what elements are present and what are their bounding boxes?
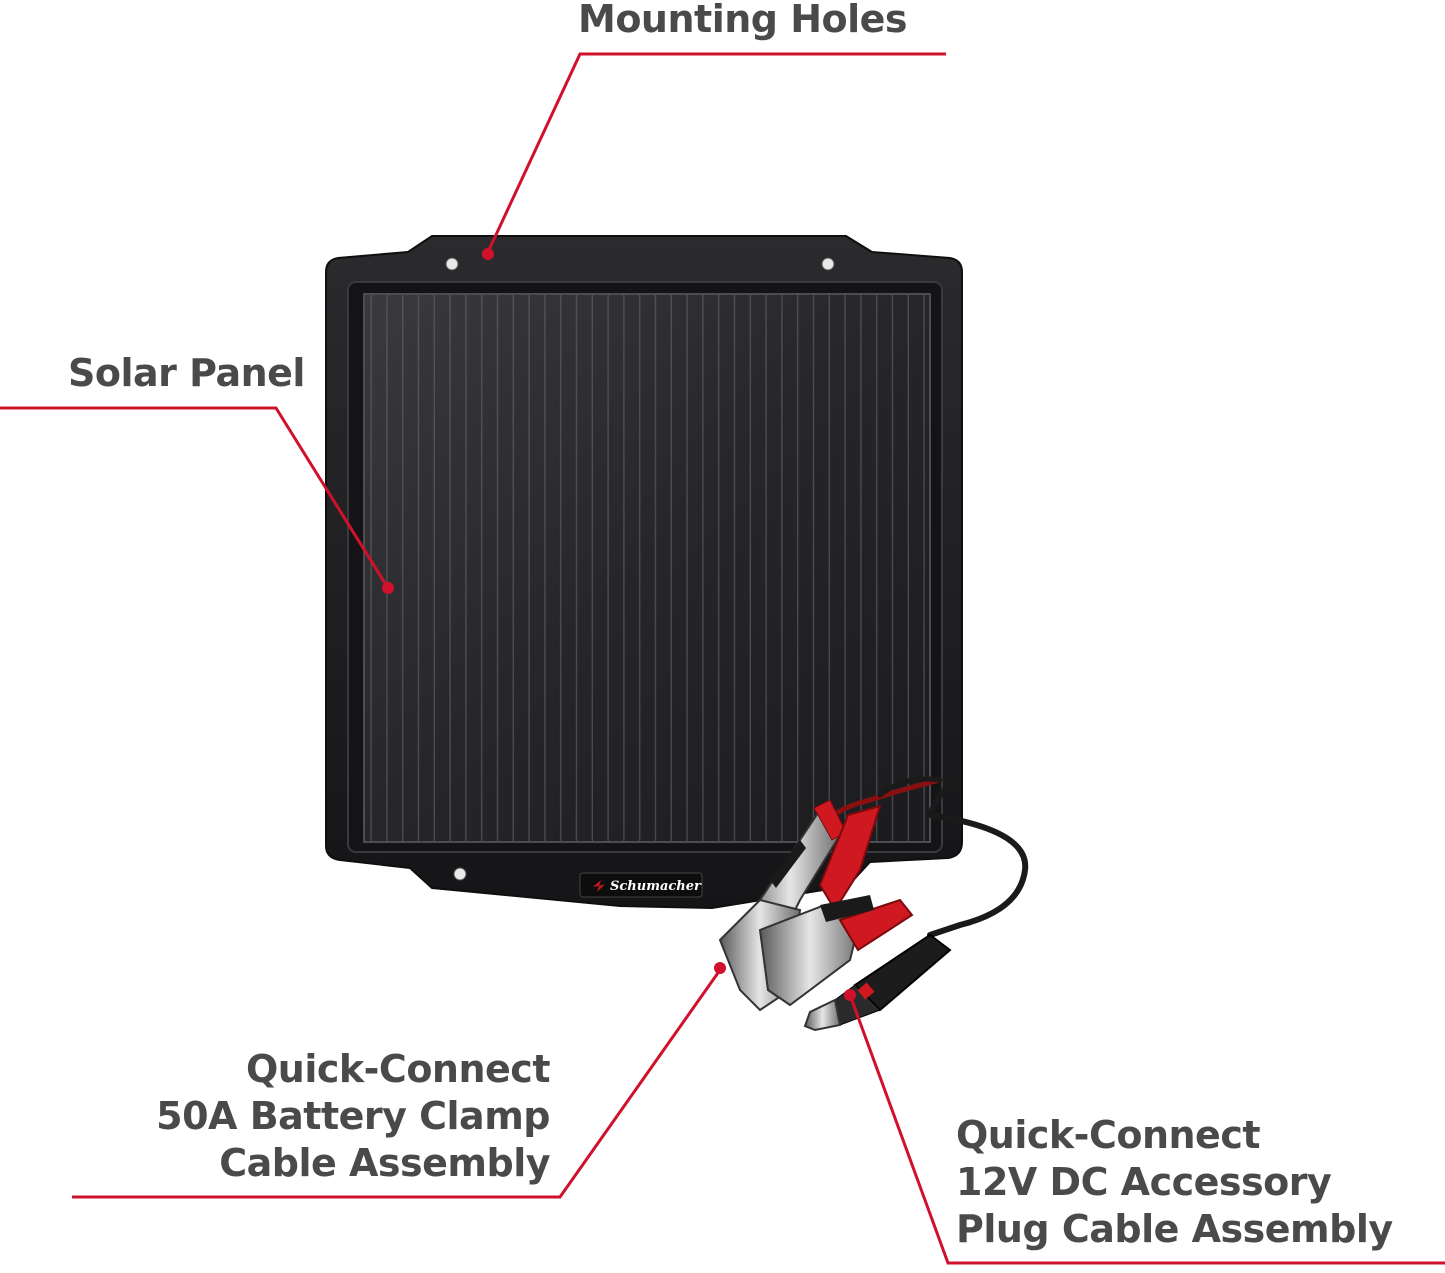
leader-dot [714, 962, 726, 974]
leader-dot [382, 582, 394, 594]
leader-dot [844, 989, 856, 1001]
mounting-hole [453, 867, 467, 881]
label-mounting-holes: Mounting Holes [578, 0, 908, 43]
mounting-hole [445, 257, 459, 271]
solar-panel [363, 293, 931, 843]
leader-line-solar [0, 406, 390, 589]
leader-lines [0, 52, 1445, 1265]
brand-text: Schumacher [610, 879, 702, 894]
battery-clamp-assembly [718, 799, 914, 1012]
leader-line-plug [848, 994, 1445, 1265]
label-clamp-assembly: Quick-Connect 50A Battery Clamp Cable As… [150, 1046, 550, 1187]
label-plug-assembly: Quick-Connect 12V DC Accessory Plug Cabl… [956, 1112, 1393, 1253]
label-line: Quick-Connect [245, 1047, 551, 1091]
label-line: 50A Battery Clamp [156, 1094, 550, 1138]
brand-logo-icon [593, 880, 605, 892]
label-line: Plug Cable Assembly [956, 1207, 1393, 1251]
mounting-holes [445, 257, 835, 881]
label-line: Mounting Holes [578, 0, 908, 41]
leader-dots [382, 248, 856, 1001]
label-line: Cable Assembly [219, 1141, 550, 1185]
label-line: 12V DC Accessory [956, 1160, 1332, 1204]
label-line: Quick-Connect [956, 1113, 1261, 1157]
label-solar-panel: Solar Panel [68, 350, 305, 397]
leader-line-mounting [486, 52, 946, 253]
leader-line-clamp [72, 969, 722, 1199]
label-line: Solar Panel [68, 351, 305, 395]
mounting-hole [821, 257, 835, 271]
brand-plate: Schumacher [579, 872, 703, 898]
leader-dot [482, 248, 494, 260]
